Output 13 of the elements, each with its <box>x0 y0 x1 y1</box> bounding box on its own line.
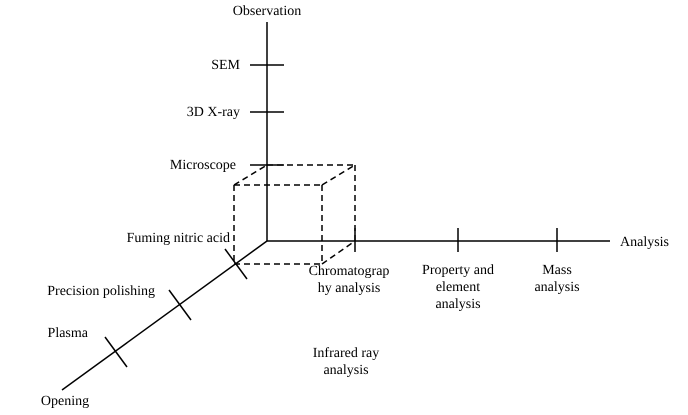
tick-label: Chromatography analysis <box>308 263 390 297</box>
tick-label: Microscope <box>168 157 236 174</box>
tick-label: SEM <box>210 57 240 74</box>
tick-label: Fuming nitric acid <box>126 230 230 247</box>
tick-label: Precision polishing <box>46 283 155 300</box>
tick-label: Mass analysis <box>533 262 581 296</box>
axis-label: Analysis <box>620 234 670 251</box>
axis-label: Observation <box>232 3 302 20</box>
tick-label: Infrared ray analysis <box>312 345 380 379</box>
axis-label: Opening <box>40 393 90 410</box>
tick-label: Property and element analysis <box>421 262 495 313</box>
tick-label: 3D X-ray <box>186 104 240 121</box>
tick-label: Plasma <box>46 325 88 342</box>
